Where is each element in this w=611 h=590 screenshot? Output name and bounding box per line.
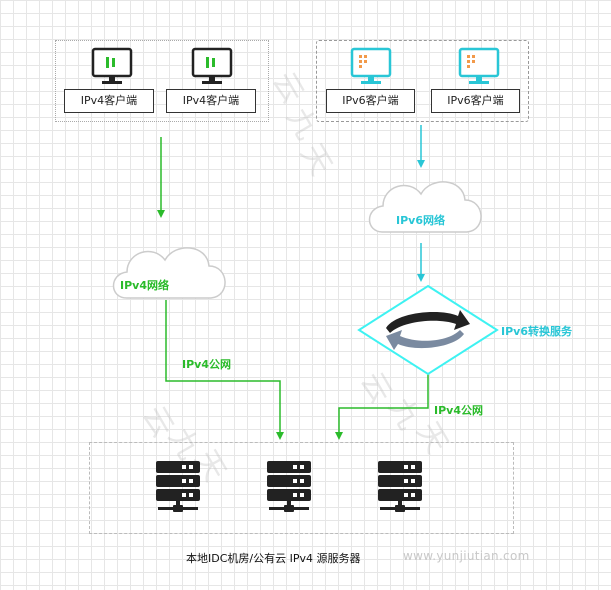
ipv6-client-group <box>316 40 529 122</box>
monitor-icon <box>350 47 392 86</box>
watermark-url: www.yunjiutian.com <box>403 549 530 563</box>
ipv4-network-to-server-arrow <box>165 300 284 440</box>
ipv6-client-box: IPv6客户端 <box>326 89 415 113</box>
server-rack-icon <box>378 461 422 512</box>
monitor-icon <box>191 47 233 86</box>
rotate-arrows-icon <box>386 310 470 350</box>
ipv4-network-label: IPv4网络 <box>120 279 169 292</box>
server-rack-icon <box>156 461 200 512</box>
diagram-caption: 本地IDC机房/公有云 IPv4 源服务器 <box>186 552 361 565</box>
server-rack-icon <box>267 461 311 512</box>
ipv4-client-group <box>55 40 269 122</box>
monitor-icon <box>458 47 500 86</box>
ipv6-client-box: IPv6客户端 <box>431 89 520 113</box>
server-group <box>89 442 514 534</box>
monitor-icon <box>91 47 133 86</box>
conversion-to-server-arrow <box>335 373 429 440</box>
ipv4-public-label: IPv4公网 <box>434 404 483 417</box>
ipv6-network-label: IPv6网络 <box>396 214 445 227</box>
ipv6-conversion-label: IPv6转换服务 <box>501 325 572 338</box>
ipv4-client-box: IPv4客户端 <box>64 89 154 113</box>
ipv4-client-box: IPv4客户端 <box>166 89 256 113</box>
ipv4-public-label: IPv4公网 <box>182 358 231 371</box>
ipv6-conversion-diamond <box>357 284 499 376</box>
